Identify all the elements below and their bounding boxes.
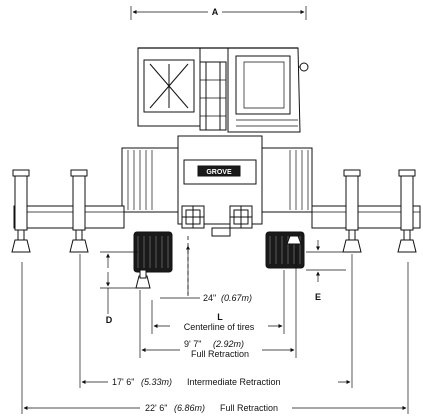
intermediate-metric: (5.33m): [141, 377, 172, 387]
dimension-intermediate-retraction: 17' 6" (5.33m) Intermediate Retraction: [79, 254, 353, 388]
brand-label: GROVE: [206, 169, 232, 176]
dimension-full-extension: 22' 6" (6.86m) Full Retraction: [21, 262, 409, 414]
centerline-label: Centerline of tires: [184, 322, 255, 332]
full-retraction-metric: (2.92m): [213, 339, 244, 349]
height-metric: (0.67m): [221, 293, 252, 303]
crane-cab: [137, 47, 309, 133]
dimension-height: 24" (0.67m): [160, 236, 252, 303]
brand-plate: [197, 165, 241, 177]
dim-d-label: D: [106, 315, 113, 325]
outrigger-beams: [13, 205, 421, 229]
tires: [133, 231, 305, 289]
dim-l-label: L: [217, 312, 223, 322]
full-retraction-caption: Full Retraction: [191, 349, 249, 359]
full-extension-caption: Full Retraction: [220, 403, 278, 413]
dim-e-label: E: [315, 292, 321, 302]
intermediate-caption: Intermediate Retraction: [187, 377, 281, 387]
full-extension-metric: (6.86m): [174, 403, 205, 413]
dimension-l-centerline: L Centerline of tires: [151, 270, 285, 334]
height-value: 24": [203, 293, 216, 303]
dimension-d: D: [100, 251, 138, 325]
outrigger-jacks-left: [11, 169, 89, 253]
dimension-full-retraction: 9' 7" (2.92m) Full Retraction: [139, 248, 297, 359]
crane-carrier: GROVE: [121, 135, 313, 237]
intermediate-value: 17' 6": [112, 377, 134, 387]
dim-a-label: A: [212, 7, 219, 17]
dimension-a: A: [130, 4, 307, 20]
full-extension-value: 22' 6": [145, 403, 167, 413]
outrigger-jacks-right: [342, 169, 417, 253]
dimension-e: E: [306, 240, 346, 302]
full-retraction-value: 9' 7": [184, 339, 201, 349]
